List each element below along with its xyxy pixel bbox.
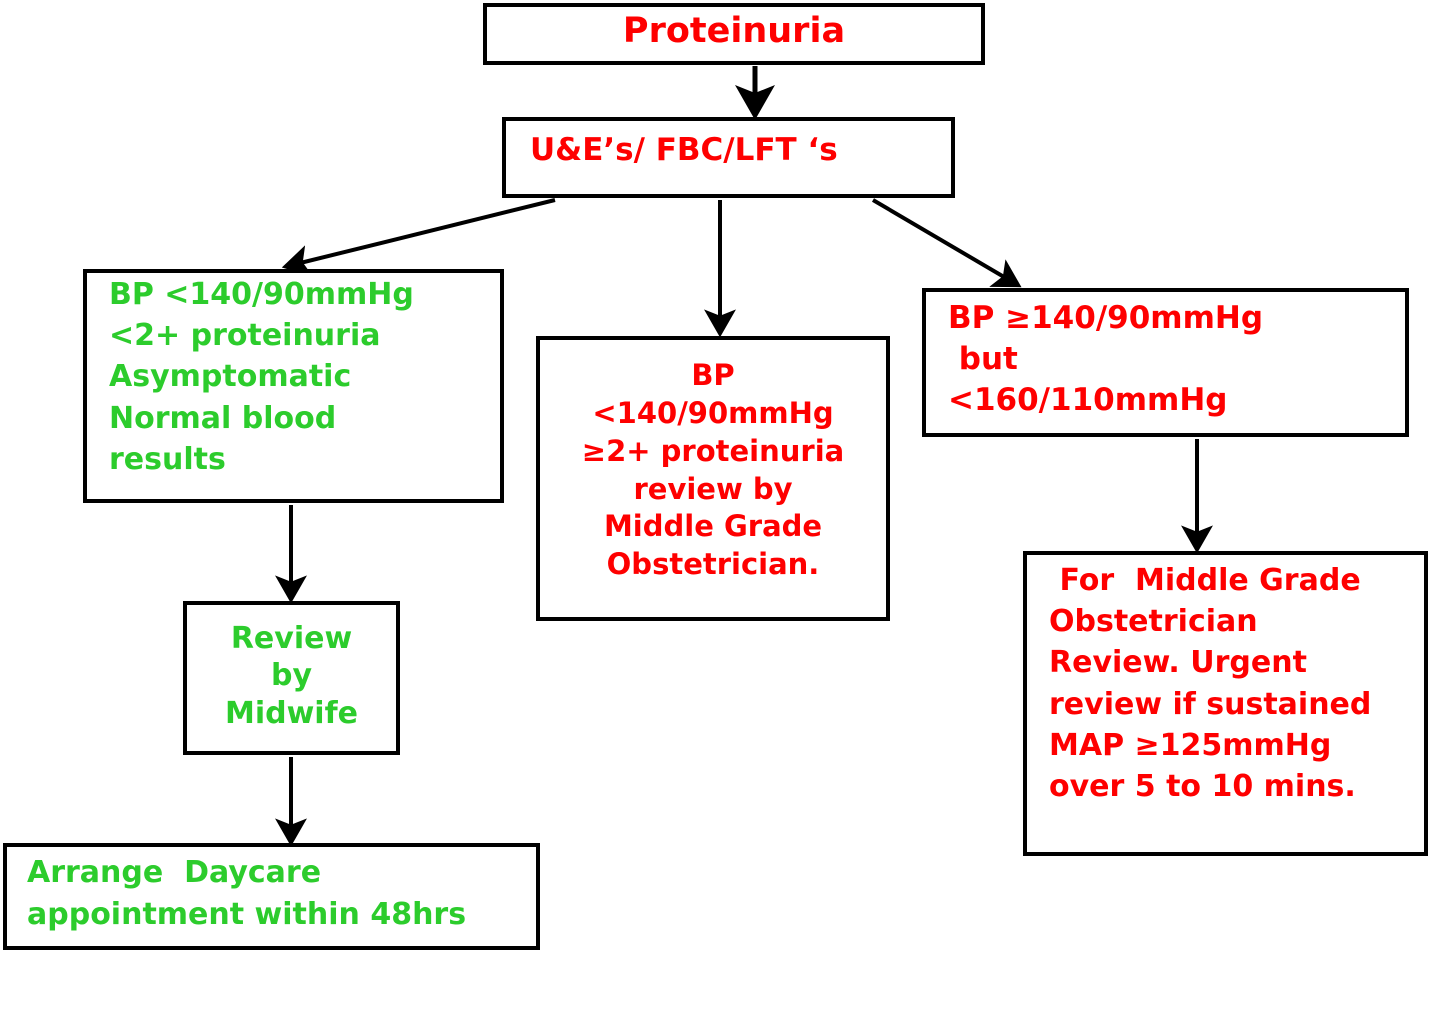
node-high-risk-line-0: BP ≥140/90mmHg: [948, 299, 1264, 336]
node-proteinuria[interactable]: Proteinuria: [483, 3, 985, 65]
node-daycare-line-1: appointment within 48hrs: [27, 896, 467, 932]
node-review-by-midwife[interactable]: Review by Midwife: [183, 601, 400, 755]
node-midwife-line-1: by: [270, 658, 313, 694]
node-obstetrician-line-5: over 5 to 10 mins.: [1049, 768, 1356, 804]
node-arrange-daycare[interactable]: Arrange Daycare appointment within 48hrs: [3, 843, 540, 950]
node-obstetrician-line-3: review if sustained: [1049, 686, 1372, 722]
node-mid-risk-criteria[interactable]: BP <140/90mmHg ≥2+ proteinuria review by…: [536, 336, 890, 621]
node-low-risk-line-4: results: [109, 441, 226, 477]
node-mid-risk-line-4: Middle Grade: [603, 509, 823, 544]
node-low-risk-line-2: Asymptomatic: [109, 359, 352, 395]
arrow-bloods-to-low-risk: [281, 198, 556, 277]
node-low-risk-line-0: BP <140/90mmHg: [109, 277, 414, 313]
node-proteinuria-line-0: Proteinuria: [622, 11, 846, 52]
node-bloods-line-0: U&E’s/ FBC/LFT ‘s: [530, 132, 838, 169]
node-low-risk-criteria[interactable]: BP <140/90mmHg <2+ proteinuria Asymptoma…: [83, 269, 504, 503]
node-low-risk-line-1: <2+ proteinuria: [109, 318, 381, 354]
node-obstetrician-line-2: Review. Urgent: [1049, 645, 1307, 681]
node-midwife-line-2: Midwife: [224, 695, 358, 731]
node-high-risk-line-1: but: [948, 340, 1018, 377]
arrow-bloods-to-high-risk: [871, 198, 1022, 288]
node-obstetrician-line-4: MAP ≥125mmHg: [1049, 727, 1332, 763]
node-midwife-line-0: Review: [230, 620, 353, 656]
node-daycare-line-0: Arrange Daycare: [27, 854, 322, 890]
node-obstetrician-review[interactable]: For Middle Grade Obstetrician Review. Ur…: [1023, 551, 1428, 856]
node-high-risk-line-2: <160/110mmHg: [948, 382, 1228, 419]
node-mid-risk-line-1: <140/90mmHg: [592, 396, 834, 431]
node-obstetrician-line-0: For Middle Grade: [1049, 563, 1361, 599]
node-high-risk-criteria[interactable]: BP ≥140/90mmHg but <160/110mmHg: [922, 288, 1409, 437]
node-low-risk-line-3: Normal blood: [109, 400, 337, 436]
node-mid-risk-line-5: Obstetrician.: [606, 546, 820, 581]
node-bloods-tests[interactable]: U&E’s/ FBC/LFT ‘s: [502, 117, 955, 198]
node-obstetrician-line-1: Obstetrician: [1049, 604, 1258, 640]
node-mid-risk-line-3: review by: [633, 471, 793, 506]
node-mid-risk-line-0: BP: [691, 358, 735, 393]
node-mid-risk-line-2: ≥2+ proteinuria: [581, 433, 845, 468]
